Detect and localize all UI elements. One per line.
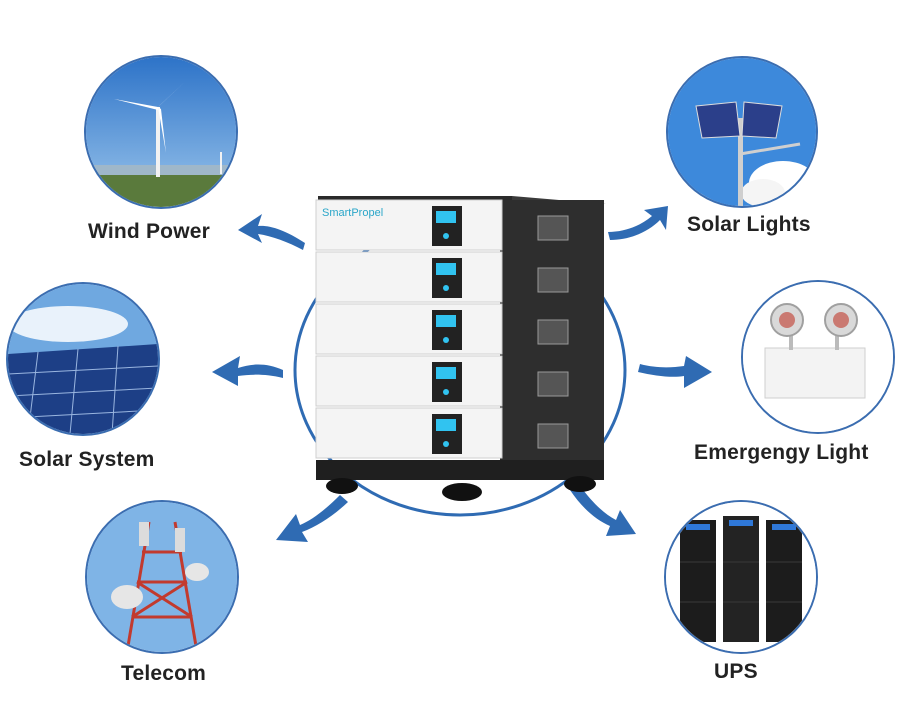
label-ups: UPS: [714, 660, 758, 683]
battery-modules: [315, 199, 569, 459]
wind-power-image: [84, 55, 238, 209]
arrow-telecom: [276, 495, 348, 542]
ups-image: [664, 500, 818, 654]
arrow-solar-system: [212, 356, 283, 386]
solar-lights-image: [666, 56, 818, 208]
label-emergency-light: Emergengy Light: [694, 441, 869, 464]
arrow-emergency: [638, 356, 712, 388]
arrow-wind: [238, 214, 305, 250]
label-solar-lights: Solar Lights: [687, 213, 811, 236]
label-solar-system: Solar System: [19, 448, 155, 471]
label-telecom: Telecom: [121, 662, 207, 685]
label-wind-power: Wind Power: [88, 220, 210, 243]
arrow-ups: [570, 486, 636, 536]
flow-arrows: [212, 206, 712, 542]
brand-logo: SmartPropel: [322, 207, 384, 219]
arrow-solar-lights: [608, 206, 668, 240]
battery-stack-image: [315, 196, 606, 501]
emergency-light-image: [741, 280, 895, 434]
solar-system-image: [6, 282, 160, 436]
telecom-image: [85, 500, 239, 654]
